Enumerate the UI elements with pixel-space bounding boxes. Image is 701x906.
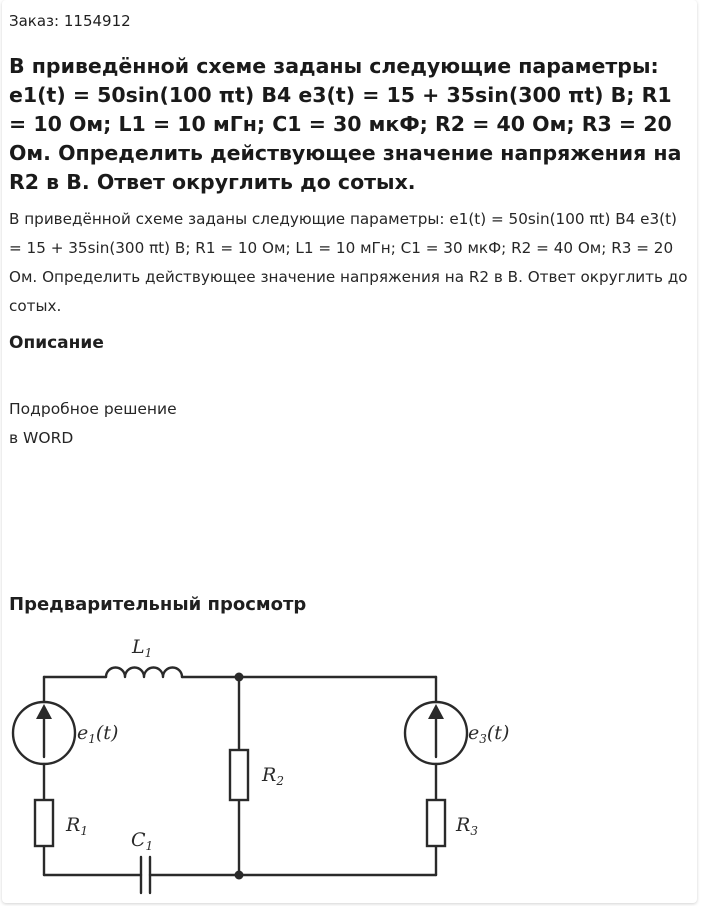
junction-bottom <box>234 870 244 880</box>
resistor-r1 <box>33 798 55 848</box>
description-line: в WORD <box>9 429 74 447</box>
source-e1 <box>11 700 77 766</box>
description-heading: Описание <box>9 333 104 353</box>
label-e3: e3(t) <box>468 722 509 746</box>
description-body: Подробное решение в WORD <box>9 395 177 453</box>
label-l1: L1 <box>131 636 152 660</box>
source-e3-arrowhead <box>428 704 444 719</box>
inductor-l1 <box>104 666 184 679</box>
label-e1: e1(t) <box>77 722 118 746</box>
resistor-r3 <box>425 798 447 848</box>
source-e3 <box>403 700 469 766</box>
task-title: В приведённой схеме заданы следующие пар… <box>9 54 682 194</box>
description-line: Подробное решение <box>9 400 177 418</box>
label-c1: C1 <box>131 829 153 853</box>
circuit-diagram: L1 e1(t) R2 e3(t) R1 C1 R3 <box>11 636 509 895</box>
task-description: В приведённой схеме заданы следующие пар… <box>9 210 688 315</box>
order-number: Заказ: 1154912 <box>9 12 131 30</box>
preview-heading: Предварительный просмотр <box>9 594 307 615</box>
label-r2: R2 <box>261 764 284 788</box>
junction-top <box>234 672 244 682</box>
label-r3: R3 <box>455 814 478 838</box>
label-r1: R1 <box>65 814 88 838</box>
source-e1-arrowhead <box>36 704 52 719</box>
resistor-r2 <box>228 748 250 802</box>
